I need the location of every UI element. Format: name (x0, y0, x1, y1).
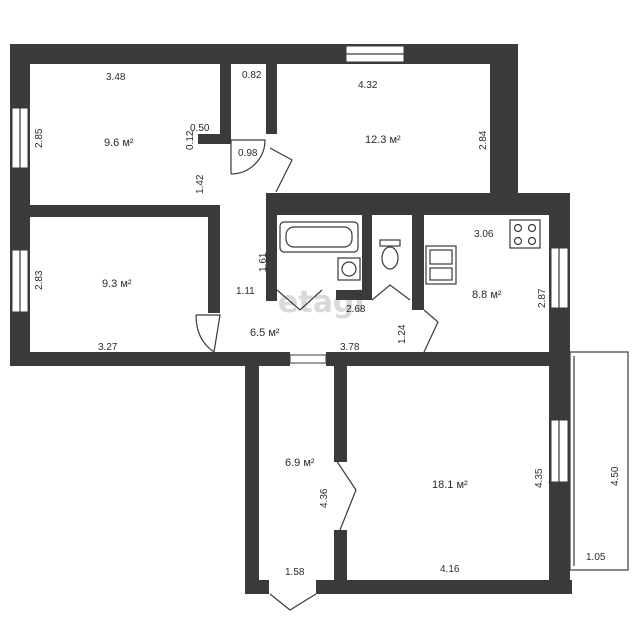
room-area-kitchen: 8.8 м² (472, 289, 502, 301)
dim-w-left: 2.83 (34, 270, 45, 290)
room-area-room-sw: 6.9 м² (285, 457, 315, 469)
dim-wc-h: 1.24 (397, 324, 408, 344)
dim-nw-top: 3.48 (106, 72, 126, 83)
windows (11, 45, 569, 483)
dim-balcony-w: 1.05 (586, 552, 606, 563)
toilet-icon (379, 239, 401, 270)
dim-hall-bottom: 3.78 (340, 342, 360, 353)
room-area-hall: 6.5 м² (250, 327, 280, 339)
balcony (569, 351, 629, 571)
doors (195, 139, 557, 611)
dim-corridor-upper: 1.42 (195, 174, 206, 194)
dim-hall-left-h: 1.61 (258, 252, 269, 272)
dim-nw-left: 2.85 (34, 128, 45, 148)
dim-kitchen-right: 2.87 (537, 288, 548, 308)
bathtub-icon (279, 221, 359, 253)
dim-closet-top: 0.82 (242, 70, 262, 81)
stove-icon (509, 219, 541, 249)
kitchen-sink-icon (425, 245, 457, 285)
room-area-bedroom-nw: 9.6 м² (104, 137, 134, 149)
dim-se-bottom: 4.16 (440, 564, 460, 575)
room-area-living-ne: 12.3 м² (365, 134, 401, 146)
dim-closet-notch-w: 0.50 (190, 123, 210, 134)
dim-bath-w: 2.68 (346, 304, 366, 315)
room-area-living-se: 18.1 м² (432, 479, 468, 491)
dim-sw-bottom: 1.58 (285, 567, 305, 578)
dim-balcony-len: 4.50 (610, 466, 621, 486)
dim-sw-height: 4.36 (319, 488, 330, 508)
dim-closet-door: 0.98 (238, 148, 258, 159)
dim-kitchen-top: 3.06 (474, 229, 494, 240)
dim-hall-w: 1.11 (236, 286, 255, 297)
inner-walls (10, 64, 500, 594)
dim-ne-right: 2.84 (478, 130, 489, 150)
fixtures (279, 219, 541, 285)
dim-closet-notch-h: 0.12 (185, 130, 196, 150)
dim-w-bottom: 3.27 (98, 342, 118, 353)
room-area-bedroom-w: 9.3 м² (102, 278, 132, 290)
room-areas: 9.6 м² 12.3 м² 9.3 м² 6.5 м² 8.8 м² 6.9 … (102, 134, 502, 491)
dim-ne-top: 4.32 (358, 80, 378, 91)
sink-icon (337, 257, 361, 281)
dim-se-height: 4.35 (534, 468, 545, 488)
dimension-labels: 3.48 2.85 0.82 0.50 0.12 0.98 1.42 4.32 … (34, 70, 621, 578)
